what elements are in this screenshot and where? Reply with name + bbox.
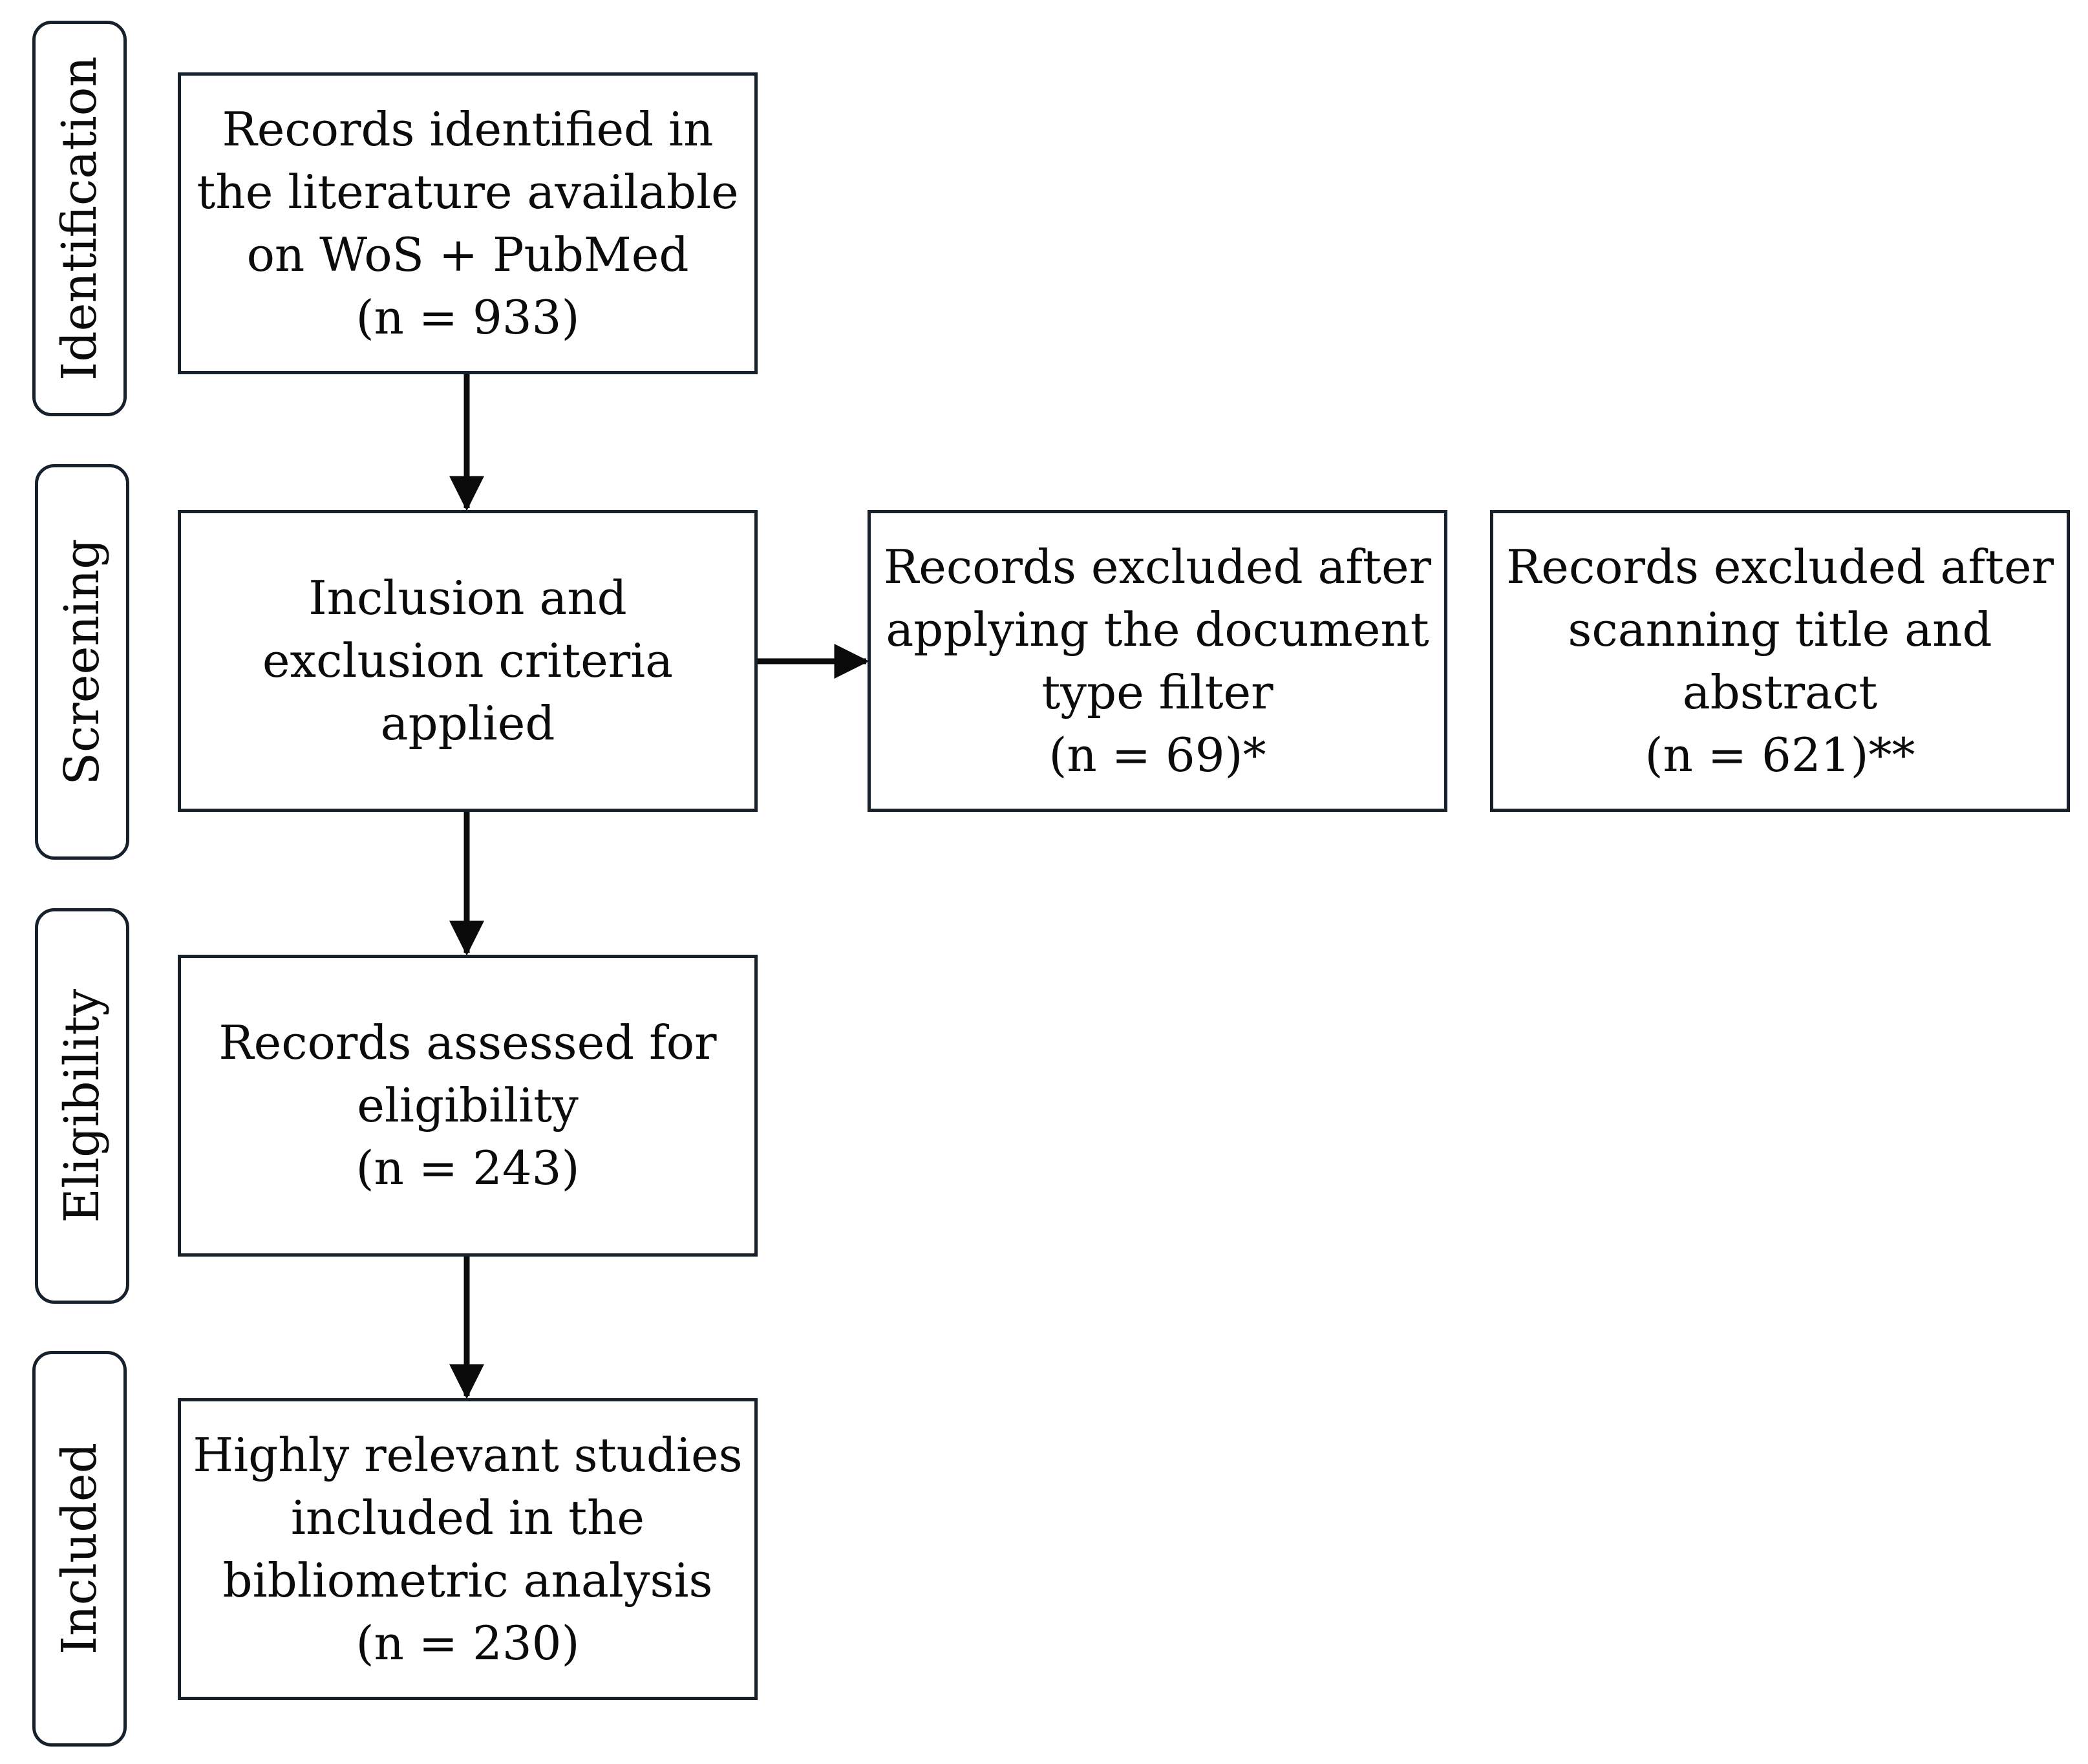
- box-records-identified-count: (n = 933): [356, 290, 580, 345]
- box-records-identified: Records identified in the literature ava…: [178, 72, 758, 374]
- box-records-assessed-eligibility: Records assessed for eligibility (n = 24…: [178, 955, 758, 1257]
- box-criteria-line-1: Inclusion and: [308, 571, 627, 625]
- stage-tab-identification: Identification: [32, 21, 127, 416]
- box-records-identified-line-3: on WoS + PubMed: [246, 227, 689, 282]
- box-included-count: (n = 230): [356, 1615, 580, 1670]
- box-included-line-2: included in the: [290, 1490, 645, 1545]
- box-criteria-line-2: exclusion criteria: [262, 633, 674, 688]
- box-excluded-doctype-line-2: applying the document: [886, 602, 1429, 657]
- box-excluded-title-abstract: Records excluded after scanning title an…: [1490, 510, 2070, 812]
- stage-tab-eligibility: Eligibility: [35, 908, 129, 1304]
- box-excluded-title-line-2: scanning title and: [1568, 602, 1992, 657]
- box-excluded-doctype-line-3: type filter: [1041, 664, 1273, 719]
- box-eligibility-line-1: Records assessed for: [218, 1015, 717, 1070]
- stage-tab-included: Included: [32, 1351, 127, 1747]
- box-inclusion-exclusion-criteria: Inclusion and exclusion criteria applied: [178, 510, 758, 812]
- box-records-identified-line-1: Records identified in: [222, 101, 714, 156]
- box-excluded-title-line-1: Records excluded after: [1506, 539, 2054, 594]
- box-excluded-doctype-count: (n = 69)*: [1049, 727, 1266, 782]
- box-excluded-title-count: (n = 621)**: [1645, 727, 1915, 782]
- box-records-identified-line-2: the literature available: [197, 164, 739, 219]
- box-eligibility-count: (n = 243): [356, 1141, 580, 1195]
- box-criteria-line-3: applied: [380, 696, 555, 750]
- box-excluded-doctype-line-1: Records excluded after: [884, 539, 1431, 594]
- box-included-line-3: bibliometric analysis: [222, 1553, 713, 1608]
- box-excluded-document-type: Records excluded after applying the docu…: [868, 510, 1447, 812]
- box-eligibility-line-2: eligibility: [357, 1078, 579, 1132]
- box-included-line-1: Highly relevant studies: [193, 1427, 743, 1482]
- box-excluded-title-line-3: abstract: [1682, 664, 1878, 719]
- box-studies-included: Highly relevant studies included in the …: [178, 1398, 758, 1700]
- stage-tab-screening: Screening: [35, 464, 129, 860]
